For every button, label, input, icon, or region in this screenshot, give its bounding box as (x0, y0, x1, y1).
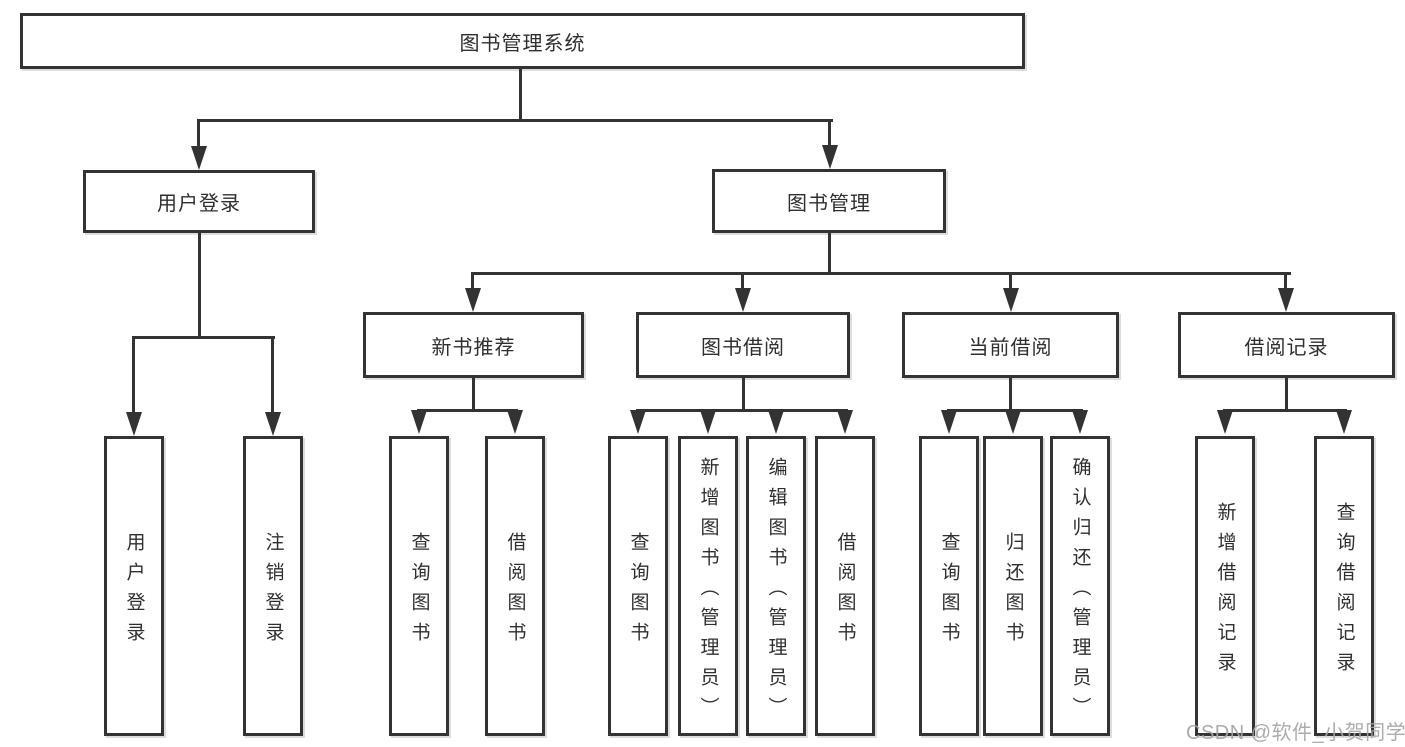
leaf-nb-query-books-label: 查询图书 (408, 531, 430, 652)
node-library-system: 图书管理系统 (20, 13, 1025, 69)
arrowhead-new-book (465, 288, 481, 312)
arrowhead-cb-confirm (1072, 410, 1088, 434)
leaf-nb-borrow-books-label: 借阅图书 (504, 531, 526, 652)
arrowhead-bb-borrow (837, 410, 853, 434)
connector-current-borrow-stem (1009, 378, 1012, 411)
leaf-cb-confirm-return-admin-label: 确认归还（管理员） (1069, 456, 1091, 727)
node-new-book-recommend: 新书推荐 (363, 312, 584, 378)
connector-arrow-new-book-shaft (471, 272, 474, 292)
node-library-system-label: 图书管理系统 (459, 32, 586, 55)
node-new-book-recommend-label: 新书推荐 (431, 336, 516, 359)
connector-user-login-branch (132, 336, 275, 339)
arrowhead-bb-edit (768, 410, 784, 434)
node-book-management: 图书管理 (712, 169, 946, 233)
connector-root-stem (519, 69, 522, 121)
connector-book-borrow-stem (742, 378, 745, 411)
leaf-bb-add-books-admin-label: 新增图书（管理员） (697, 456, 719, 727)
arrowhead-bb-add (700, 410, 716, 434)
arrowhead-book-borrow (735, 288, 751, 312)
leaf-cb-query-books: 查询图书 (919, 436, 979, 736)
leaf-user-login: 用户登录 (104, 436, 164, 736)
leaf-cb-return-books: 归还图书 (983, 436, 1043, 736)
arrowhead-current-borrow (1003, 288, 1019, 312)
arrowhead-bb-query (630, 410, 646, 434)
leaf-br-query-record-label: 查询借阅记录 (1333, 501, 1355, 682)
csdn-watermark: CSDN @软件_小贺同学 (1186, 722, 1405, 744)
leaf-nb-borrow-books: 借阅图书 (485, 436, 545, 736)
connector-user-login-stem (198, 233, 201, 338)
arrowhead-cb-query (941, 410, 957, 434)
arrowhead-leaf-logout (265, 412, 281, 436)
leaf-logout: 注销登录 (243, 436, 303, 736)
leaf-cb-confirm-return-admin: 确认归还（管理员） (1050, 436, 1110, 736)
node-borrow-records: 借阅记录 (1178, 312, 1395, 378)
arrowhead-nb-borrow (507, 410, 523, 434)
leaf-cb-query-books-label: 查询图书 (938, 531, 960, 652)
node-book-management-label: 图书管理 (787, 192, 871, 215)
node-current-borrow-label: 当前借阅 (968, 336, 1053, 359)
connector-book-borrow-branch (636, 409, 848, 412)
connector-arrow-book-borrow-shaft (741, 272, 744, 292)
arrowhead-br-add (1217, 410, 1233, 434)
leaf-bb-add-books-admin: 新增图书（管理员） (678, 436, 738, 736)
leaf-bb-query-books-label: 查询图书 (627, 531, 649, 652)
connector-book-mgmt-stem (828, 233, 831, 274)
leaf-br-add-record-label: 新增借阅记录 (1214, 501, 1236, 682)
leaf-cb-return-books-label: 归还图书 (1002, 531, 1024, 652)
arrowhead-user-login (191, 146, 207, 170)
arrowhead-cb-return (1005, 410, 1021, 434)
connector-arrow-user-login-shaft (197, 119, 200, 152)
arrowhead-nb-query (411, 410, 427, 434)
leaf-bb-query-books: 查询图书 (608, 436, 668, 736)
connector-borrow-records-branch (1223, 409, 1347, 412)
leaf-bb-borrow-books: 借阅图书 (815, 436, 875, 736)
arrowhead-book-mgmt (822, 145, 838, 169)
connector-arrow-borrow-records-shaft (1284, 272, 1287, 292)
arrowhead-br-query (1336, 410, 1352, 434)
node-book-borrow: 图书借阅 (636, 312, 850, 378)
connector-arrow-current-borrow-shaft (1009, 272, 1012, 292)
connector-level1-branch (197, 119, 833, 122)
leaf-bb-borrow-books-label: 借阅图书 (834, 531, 856, 652)
arrowhead-leaf-login (126, 412, 142, 436)
leaf-nb-query-books: 查询图书 (389, 436, 449, 736)
connector-arrow-leaf-login-shaft (132, 336, 135, 416)
node-user-login-label: 用户登录 (157, 193, 241, 215)
leaf-bb-edit-books-admin: 编辑图书（管理员） (746, 436, 806, 736)
leaf-br-query-record: 查询借阅记录 (1314, 436, 1374, 736)
node-user-login: 用户登录 (83, 170, 315, 233)
arrowhead-borrow-records (1278, 288, 1294, 312)
node-borrow-records-label: 借阅记录 (1244, 336, 1329, 359)
connector-arrow-book-mgmt-shaft (828, 119, 831, 151)
connector-borrow-records-stem (1285, 378, 1288, 411)
connector-level3-branch (471, 272, 1291, 275)
node-current-borrow: 当前借阅 (902, 312, 1119, 378)
leaf-br-add-record: 新增借阅记录 (1195, 436, 1255, 736)
connector-new-book-stem (472, 378, 475, 411)
leaf-bb-edit-books-admin-label: 编辑图书（管理员） (765, 456, 787, 727)
connector-arrow-leaf-logout-shaft (271, 336, 274, 416)
node-book-borrow-label: 图书借阅 (701, 336, 785, 359)
connector-new-book-branch (417, 409, 518, 412)
leaf-user-login-label: 用户登录 (123, 531, 145, 652)
leaf-logout-label: 注销登录 (262, 531, 284, 652)
